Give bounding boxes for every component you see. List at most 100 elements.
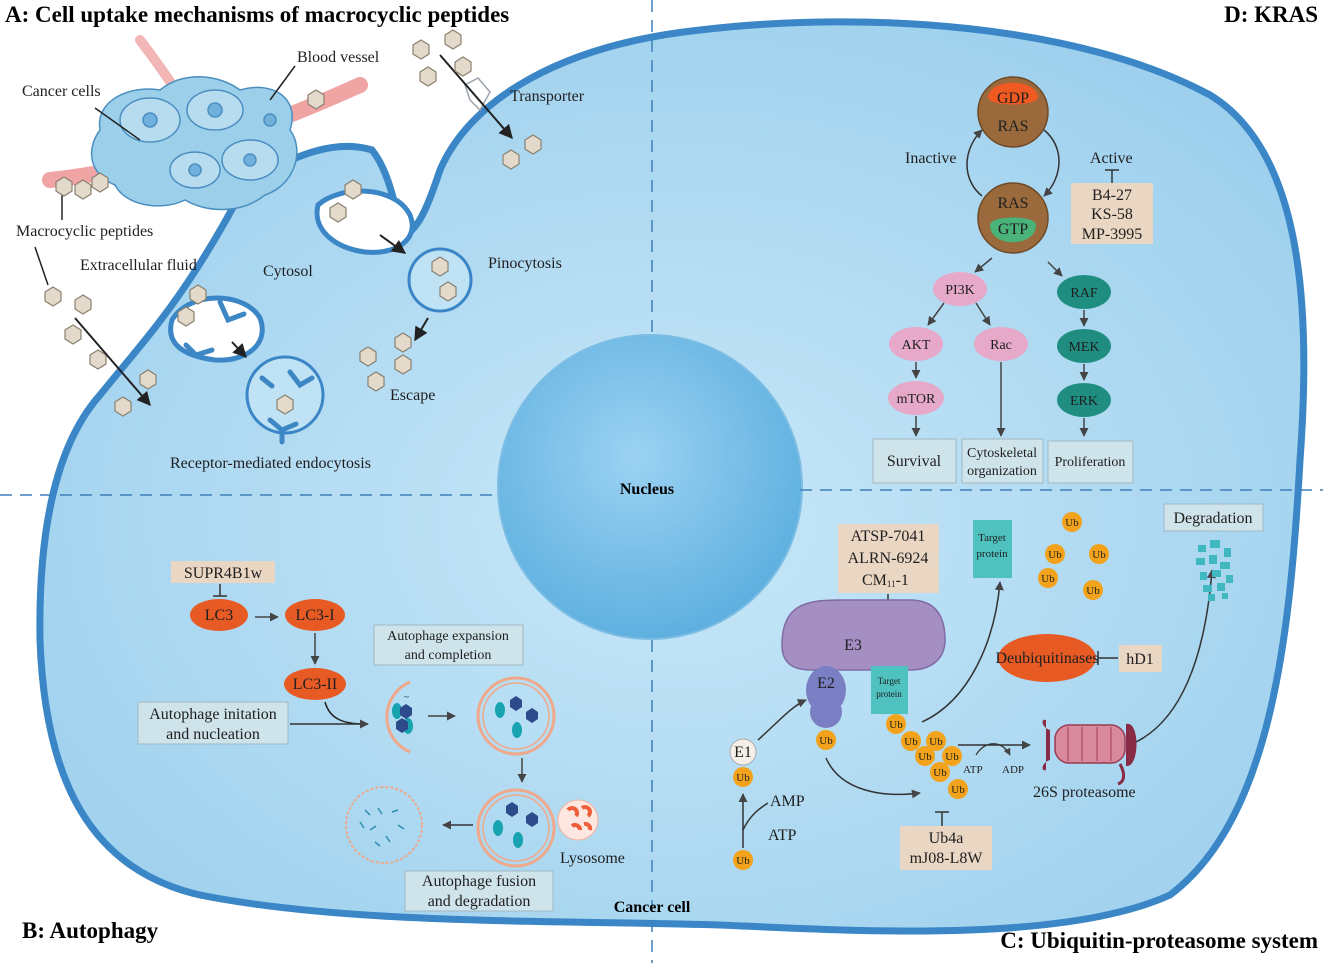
ras-gdp-node: GDP RAS [977, 76, 1049, 148]
proteasome-26s [1042, 719, 1137, 786]
endocytosis-arrow [231, 341, 247, 359]
fusion-line1: Autophage fusion [422, 873, 536, 890]
e3-inhibitor-1: ATSP-7041 [851, 528, 926, 545]
degraded-peptide-fragments [1196, 540, 1233, 601]
kras-inhibitor-2: KS-58 [1091, 206, 1133, 223]
supr-box [171, 561, 275, 583]
lc3-ii-node [284, 668, 346, 700]
active-label: Active [1090, 150, 1133, 167]
degradation-box [1163, 503, 1264, 532]
ub-inhibitor-1: Ub4a [929, 830, 964, 847]
panel-b-title: B: Autophagy [22, 918, 159, 943]
escape-label: Escape [390, 387, 435, 404]
svg-text:Ub: Ub [1086, 585, 1100, 597]
mtor-node [888, 381, 944, 415]
erk-node [1057, 383, 1111, 417]
adp-label: ADP [1002, 764, 1024, 776]
initiation-line1: Autophage initation [149, 706, 277, 723]
inactive-label: Inactive [905, 150, 957, 167]
proliferation-box [1047, 440, 1134, 484]
inactive-cycle-arrow [966, 129, 983, 197]
cargo-squiggle: ~ [404, 692, 409, 702]
initiation-line2: and nucleation [166, 726, 260, 743]
free-ub [733, 850, 753, 870]
svg-text:Ub: Ub [929, 736, 943, 748]
raf-node [1057, 275, 1111, 309]
e3-ligase [781, 599, 946, 671]
target-protein-free [973, 520, 1012, 578]
autolysosome [476, 788, 556, 868]
svg-text:Ub: Ub [889, 719, 903, 731]
svg-text:Ub: Ub [951, 784, 965, 796]
ras-to-pi3k-arrow [974, 257, 993, 273]
e1-ub [733, 767, 753, 787]
nucleus [497, 334, 803, 640]
atp-adp-arc [975, 743, 1011, 756]
extracellular-fluid-label: Extracellular fluid [80, 257, 197, 274]
ras-to-raf-arrow [1047, 261, 1063, 277]
svg-text:Ub: Ub [1048, 549, 1062, 561]
released-ub-group: Ub Ub Ub Ub Ub [1038, 512, 1109, 600]
ub-chain: Ub Ub Ub Ub Ub Ub Ub [886, 714, 968, 799]
ras-gtp-node: RAS GTP [977, 182, 1049, 254]
target-protein-bound-line2: protein [876, 689, 902, 699]
svg-text:Ub: Ub [1065, 517, 1079, 529]
akt-label: AKT [902, 338, 931, 353]
target-protein-free-line2: protein [976, 548, 1008, 560]
cargo-item [526, 812, 538, 827]
e2-ub [816, 730, 836, 750]
transporter-arrow [439, 54, 513, 140]
cargo-item [512, 722, 522, 738]
escape-arrow [414, 317, 429, 342]
lc3-node [190, 599, 248, 631]
cancer-cells-cluster [90, 76, 298, 211]
amp-branch [742, 802, 769, 831]
svg-text:Ub: Ub [918, 751, 932, 763]
autophagosome-inner [482, 682, 550, 750]
ras-inactive-label: RAS [997, 118, 1028, 135]
cytoskeletal-line1: Cytoskeletal [967, 446, 1037, 461]
target-protein-bound [871, 666, 908, 714]
degradation-label: Degradation [1173, 510, 1252, 527]
proteasome-to-degradation-arrow [1135, 569, 1216, 743]
survival-box [872, 438, 957, 484]
lc3-i-node [285, 599, 345, 631]
cytoskeletal-line2: organization [967, 464, 1037, 479]
gtp-label: GTP [998, 221, 1028, 238]
lysosome-icon [557, 799, 599, 841]
degraded-fragments [359, 807, 405, 847]
macrocyclic-peptide-hexagons [44, 29, 542, 417]
blood-vessel-pointer [269, 65, 296, 101]
transporter-label: Transporter [510, 88, 585, 105]
panel-c-title: C: Ubiquitin-proteasome system [1000, 928, 1318, 953]
pinocytosis-arrow [379, 234, 407, 254]
e3-inhibitor-3: CM11-1 [862, 572, 909, 589]
panel-d-title: D: KRAS [1224, 2, 1318, 27]
nucleus-label: Nucleus [620, 481, 674, 498]
e1-ub-label: Ub [736, 772, 750, 784]
target-protein-free-line1: Target [978, 532, 1006, 544]
akt-node [889, 327, 943, 361]
fusion-box [404, 870, 554, 912]
mek-node [1057, 329, 1111, 363]
svg-text:Ub: Ub [945, 751, 959, 763]
kras-inhibitor-box [1071, 183, 1153, 244]
receptor-icons [183, 299, 315, 445]
proliferation-label: Proliferation [1055, 455, 1126, 470]
lc3-ii-label: LC3-II [293, 676, 337, 693]
e1-to-e2-arrow [757, 699, 807, 741]
hd1-box [1119, 645, 1162, 672]
expansion-line1: Autophage expansion [387, 629, 509, 644]
e2-to-chain-arrow [825, 757, 921, 799]
survival-label: Survival [887, 453, 942, 470]
deubiquitinases-node [998, 634, 1096, 682]
svg-text:Ub: Ub [933, 767, 947, 779]
active-cycle-arrow [1043, 129, 1060, 197]
peptides-pointer-2 [34, 246, 49, 286]
phagophore: ~ [385, 680, 413, 754]
e2-label: E2 [817, 675, 835, 692]
expansion-box [373, 624, 524, 666]
free-ub-label: Ub [736, 855, 750, 867]
e3-inhibitor-box [838, 524, 939, 593]
